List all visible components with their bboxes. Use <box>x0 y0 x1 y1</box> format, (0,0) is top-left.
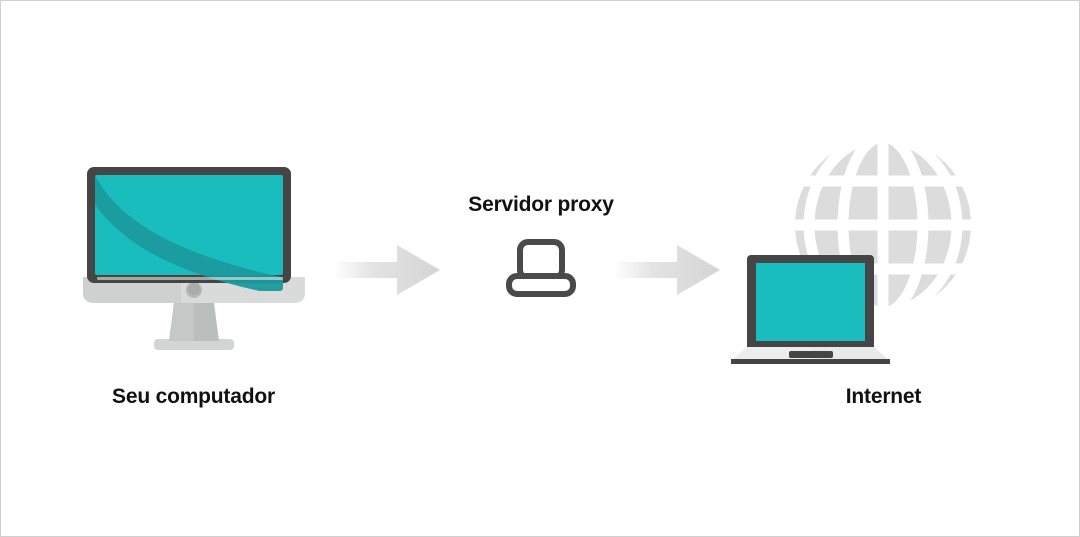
arrow-right-icon <box>334 239 444 301</box>
globe-laptop-icon <box>731 129 986 364</box>
caption-internet: Internet <box>845 385 922 408</box>
arrow-right-icon <box>614 239 724 301</box>
caption-seu-computador: Seu computador <box>112 385 275 408</box>
laptop-outline-icon <box>441 237 641 299</box>
laptop-icon <box>731 255 890 364</box>
proxy-server-node: Servidor proxy <box>441 194 641 309</box>
desktop-computer-icon <box>61 151 326 361</box>
proxy-label: Servidor proxy <box>468 193 614 216</box>
